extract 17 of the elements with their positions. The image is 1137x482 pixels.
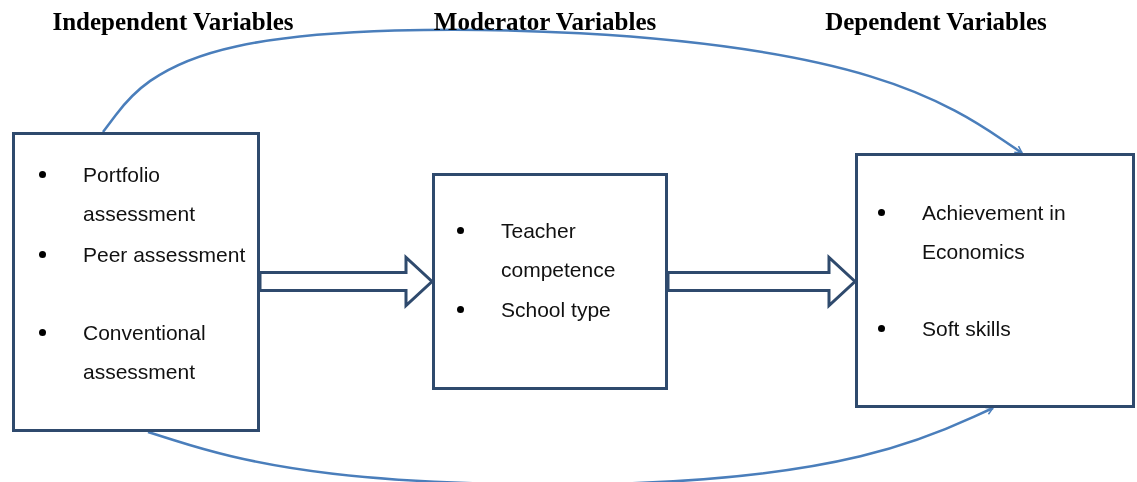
list-item: Soft skills: [922, 316, 1012, 342]
list-item: Portfolio assessment: [83, 162, 197, 227]
variable-box: [855, 153, 1135, 408]
list-item: Conventional assessment: [83, 320, 207, 385]
list-item: Peer assessment: [83, 242, 247, 268]
column-heading: Independent Variables: [52, 8, 294, 36]
curved-arrow: [147, 406, 994, 482]
list-item: School type: [501, 297, 612, 323]
curved-arrow: [102, 28, 1023, 155]
block-arrow: [666, 254, 858, 309]
variable-box: [432, 173, 668, 390]
block-arrow: [258, 254, 435, 309]
list-item: Achievement in Economics: [922, 200, 1067, 265]
column-heading: Dependent Variables: [825, 8, 1047, 36]
variable-box: [12, 132, 260, 432]
list-item: Teacher competence: [501, 218, 617, 283]
column-heading: Moderator Variables: [433, 8, 657, 36]
